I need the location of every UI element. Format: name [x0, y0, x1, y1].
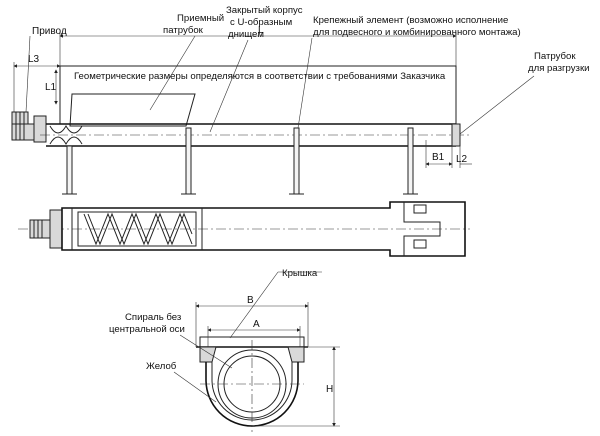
screw-fragment — [49, 124, 83, 146]
cross-section: B A H Крышка Спираль без центральной оси… — [109, 268, 340, 432]
label-privod: Привод — [32, 26, 67, 37]
leader-kryshka — [229, 271, 279, 339]
shaft-stub — [29, 219, 51, 239]
label-korpus-1: Закрытый корпус — [226, 5, 303, 16]
dim-label-L: L — [258, 25, 264, 36]
leader-korpus — [209, 39, 249, 133]
leader-spiral — [179, 334, 233, 369]
support-legs — [62, 127, 418, 195]
trough-top-outline — [61, 201, 466, 257]
spiral-top — [83, 212, 193, 246]
label-krepezh-2: для подвесного и комбинированного монтаж… — [313, 27, 521, 38]
dim-label-L3: L3 — [28, 54, 40, 65]
dim-label-B1: B1 — [432, 152, 445, 163]
label-kryshka: Крышка — [282, 268, 318, 279]
geometry-note: Геометрические размеры определяются в со… — [74, 71, 446, 82]
inlet-hopper — [69, 93, 196, 127]
leader-krepezh — [297, 37, 313, 129]
dim-label-L1: L1 — [45, 82, 57, 93]
dim-label-H: H — [326, 384, 333, 395]
leader-privod — [25, 35, 31, 113]
label-krepezh-1: Крепежный элемент (возможно исполнение — [313, 15, 508, 26]
label-spiral-2: центральной оси — [109, 324, 185, 335]
leader-razgruzka — [459, 75, 535, 135]
leader-priemnyi — [149, 35, 196, 111]
label-priemnyi-1: Приемный — [177, 13, 224, 24]
side-view: L L3 L1 Геометрические размеры определяю… — [11, 5, 590, 195]
label-spiral-1: Спираль без — [125, 312, 182, 323]
dim-label-L2: L2 — [456, 154, 468, 165]
label-razgruzka-1: Патрубок — [534, 51, 576, 62]
label-zhelob: Желоб — [146, 361, 177, 372]
label-korpus-2: с U-образным — [230, 17, 292, 28]
dim-label-A: A — [253, 319, 260, 330]
label-priemnyi-2: патрубок — [163, 25, 204, 36]
leader-zhelob — [173, 371, 217, 403]
dim-label-B: B — [247, 295, 254, 306]
label-korpus-3: днищем — [228, 29, 264, 40]
right-flange — [287, 346, 305, 363]
top-view — [18, 201, 470, 257]
discharge-notch — [403, 202, 441, 256]
label-razgruzka-2: для разгрузки — [528, 63, 590, 74]
discharge-nozzle — [451, 123, 461, 147]
